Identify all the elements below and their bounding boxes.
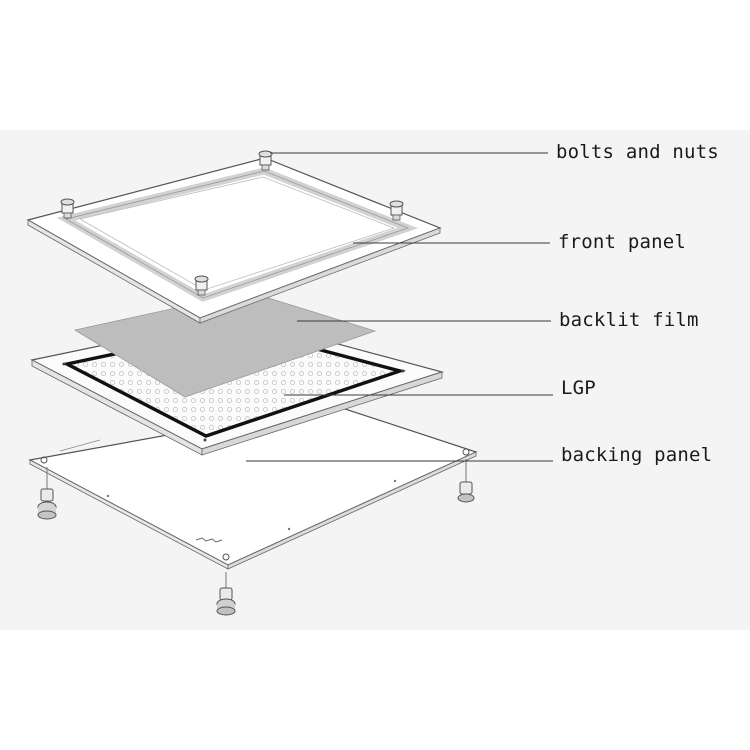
label-lgp: LGP [561,377,596,399]
backing-panel [28,404,478,570]
bolt-right [389,200,404,221]
standoff-foot-bottom [216,572,236,616]
standoff-foot-right [457,459,475,503]
label-backing-panel: backing panel [561,444,713,466]
backlit-film [73,291,377,398]
bolt-bottom [194,275,209,296]
label-front-panel: front panel [558,231,687,253]
bolt-left [60,198,75,219]
label-backlit-film: backlit film [559,309,699,331]
bolt-top [258,150,273,171]
front-panel [26,157,442,324]
standoff-foot-left [37,467,57,520]
label-bolts-and-nuts: bolts and nuts [556,141,719,163]
